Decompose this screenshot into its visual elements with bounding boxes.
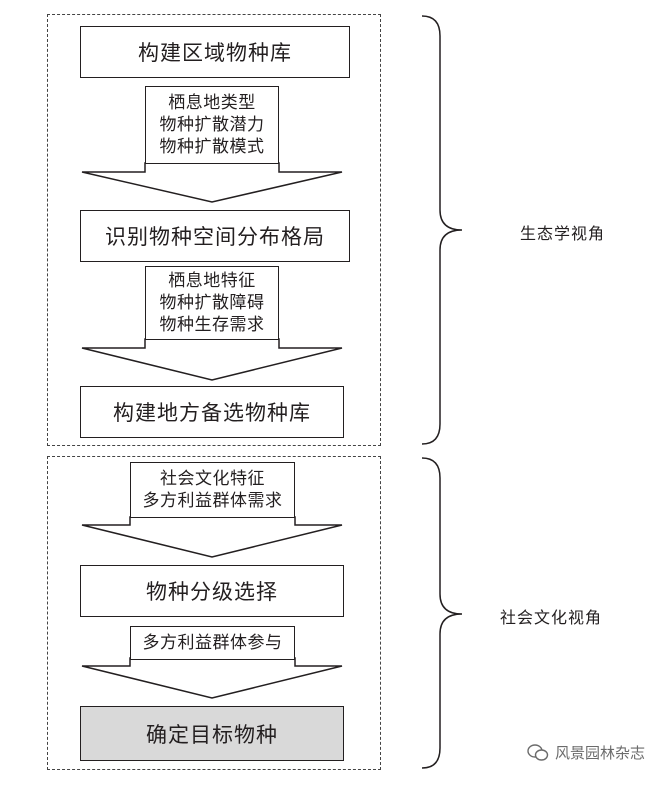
step-label: 物种分级选择	[146, 580, 278, 604]
arrow-4	[81, 657, 343, 699]
factor-item: 社会文化特征	[160, 469, 265, 489]
step-label: 识别物种空间分布格局	[105, 225, 325, 249]
factor-item: 多方利益群体需求	[142, 491, 283, 511]
sociocultural-brace	[421, 457, 463, 769]
step-build-regional-pool: 构建区域物种库	[80, 26, 350, 78]
ecological-brace	[421, 15, 463, 445]
factor-box-3: 社会文化特征 多方利益群体需求	[130, 462, 295, 518]
sociocultural-group-frame	[47, 456, 381, 770]
step-determine-target: 确定目标物种	[80, 706, 344, 761]
step-build-local-pool: 构建地方备选物种库	[80, 386, 344, 438]
factor-box-2: 栖息地特征 物种扩散障碍 物种生存需求	[145, 266, 279, 340]
arrow-3	[81, 516, 343, 558]
step-label: 构建区域物种库	[138, 41, 292, 65]
step-grade-selection: 物种分级选择	[80, 565, 344, 617]
factor-item: 多方利益群体参与	[142, 633, 283, 653]
watermark: 风景园林杂志	[527, 742, 645, 763]
factor-box-4: 多方利益群体参与	[130, 626, 295, 660]
step-label: 确定目标物种	[146, 722, 278, 747]
arrow-1	[81, 162, 343, 203]
arrow-2	[81, 338, 343, 381]
factor-item: 栖息地类型	[168, 93, 256, 113]
factor-item: 物种扩散模式	[159, 137, 265, 157]
step-identify-pattern: 识别物种空间分布格局	[80, 210, 350, 262]
watermark-text: 风景园林杂志	[554, 744, 645, 762]
wechat-icon	[527, 743, 549, 761]
factor-box-1: 栖息地类型 物种扩散潜力 物种扩散模式	[145, 86, 279, 164]
factor-item: 栖息地特征	[168, 271, 256, 291]
factor-item: 物种生存需求	[159, 315, 265, 335]
sociocultural-perspective-label: 社会文化视角	[500, 608, 603, 627]
step-label: 构建地方备选物种库	[113, 401, 311, 425]
factor-item: 物种扩散障碍	[159, 293, 265, 313]
ecological-perspective-label: 生态学视角	[520, 224, 606, 243]
factor-item: 物种扩散潜力	[159, 115, 265, 135]
ecological-group-frame	[47, 14, 381, 446]
